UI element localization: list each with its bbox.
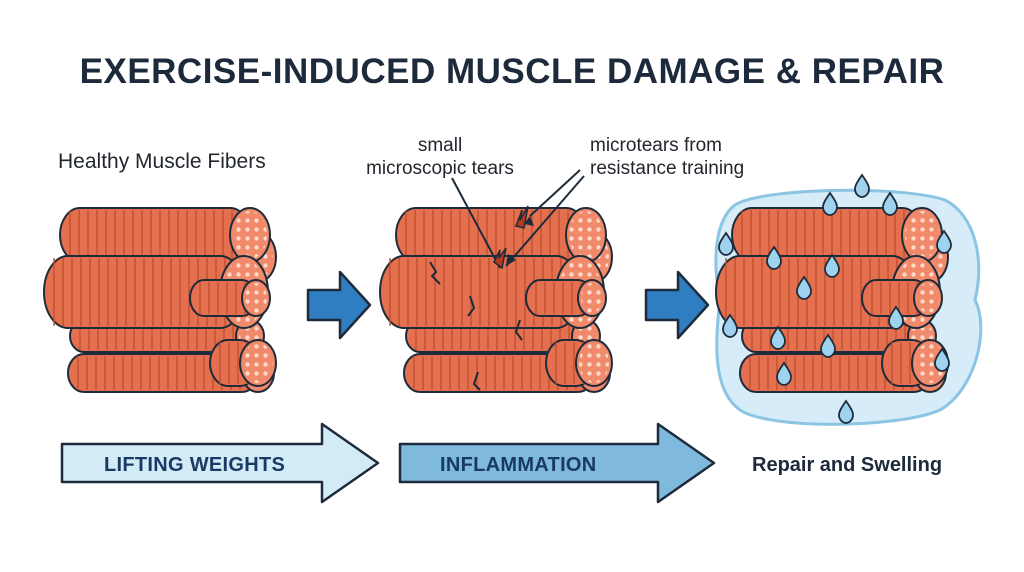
tear-pointer-line	[451, 177, 501, 269]
label-microtears-line2: resistance training	[590, 158, 745, 179]
process-arrow-icon	[60, 422, 380, 504]
tear-mark	[514, 319, 523, 341]
label-repair-swelling: Repair and Swelling	[752, 454, 943, 476]
label-microtears-line1: microtears from	[590, 135, 722, 156]
tear-pointer-tip	[506, 254, 516, 266]
tear-mark	[515, 205, 529, 229]
water-droplet-icon	[854, 173, 870, 198]
muscle-bundle-icon	[43, 207, 277, 393]
muscle-fiber	[881, 339, 949, 387]
tear-pointer-line	[505, 175, 585, 267]
water-droplet-icon	[824, 253, 840, 278]
muscle-fiber	[861, 279, 943, 317]
label-small-tears-line2: microscopic tears	[366, 158, 514, 179]
water-droplet-icon	[838, 399, 854, 424]
label-small-tears-line1: small	[417, 135, 463, 156]
water-droplet-icon	[718, 231, 734, 256]
tear-pointer-line	[529, 169, 581, 217]
water-droplet-icon	[822, 191, 838, 216]
muscle-fiber	[525, 279, 607, 317]
muscle-fiber	[209, 339, 277, 387]
muscle-fiber	[189, 279, 271, 317]
tear-mark	[429, 261, 441, 285]
muscle-fiber	[731, 207, 943, 263]
water-droplet-icon	[796, 275, 812, 300]
water-droplet-icon	[770, 325, 786, 350]
process-arrow-icon	[398, 422, 716, 504]
muscle-bundle-damaged-icon	[379, 207, 613, 393]
muscle-fiber	[59, 207, 271, 263]
water-droplet-icon	[776, 361, 792, 386]
water-droplet-icon	[934, 347, 950, 372]
tear-mark	[472, 371, 481, 391]
page-title: EXERCISE-INDUCED MUSCLE DAMAGE & REPAIR	[79, 52, 945, 91]
muscle-fiber	[545, 339, 613, 387]
water-droplet-icon	[722, 313, 738, 338]
muscle-bundle-swollen-icon	[715, 207, 949, 393]
step-arrow-icon	[644, 270, 710, 340]
water-droplet-icon	[766, 245, 782, 270]
water-droplet-icon	[882, 191, 898, 216]
water-droplet-icon	[936, 229, 952, 254]
label-healthy-fibers: Healthy Muscle Fibers	[58, 150, 266, 173]
tear-mark	[467, 295, 476, 317]
muscle-fiber	[395, 207, 607, 263]
label-microtears: microtears from resistance training	[590, 134, 744, 180]
tear-mark	[493, 247, 507, 270]
arrow-label-lifting: LIFTING WEIGHTS	[104, 454, 286, 476]
label-small-tears: small microscopic tears	[352, 134, 528, 180]
water-droplet-icon	[888, 305, 904, 330]
arrow-label-inflammation: INFLAMMATION	[440, 454, 597, 476]
tear-pointer-tip	[524, 216, 534, 226]
water-droplet-icon	[820, 333, 836, 358]
step-arrow-icon	[306, 270, 372, 340]
